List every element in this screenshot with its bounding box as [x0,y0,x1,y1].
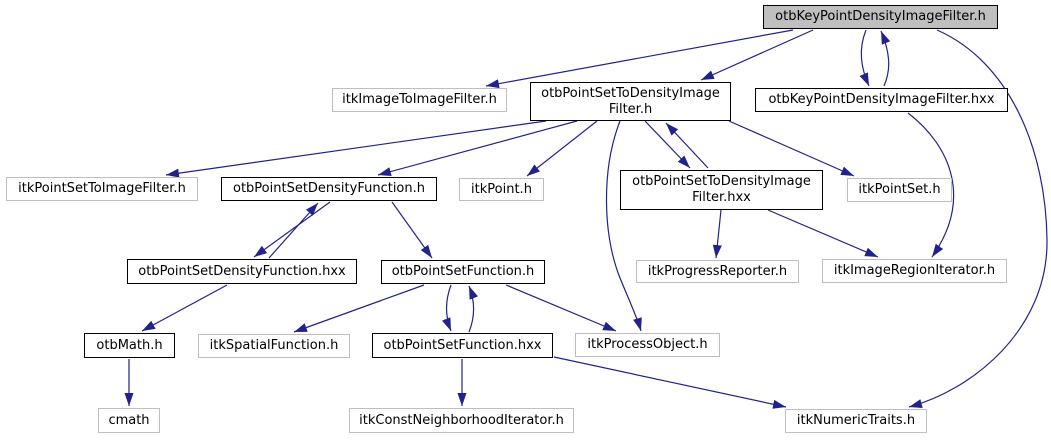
node-itknumeric: itkNumericTraits.h [785,409,927,433]
node-itkpointset: itkPointSet.h [847,178,952,202]
edge-pstdif_hxx-to-pstdif_h [665,122,709,169]
node-label: otbPointSetToDensityImage [541,85,720,101]
edge-pstdif_h-to-itkprocess [605,120,642,332]
edge-pstdif_h-to-itkpointsettoimage [165,120,547,178]
node-psdf_hxx[interactable]: otbPointSetDensityFunction.hxx [127,259,357,284]
node-label: otbKeyPointDensityImageFilter.hxx [768,92,995,107]
node-label: itkProcessObject.h [587,337,708,352]
node-label: otbPointSetFunction.h [391,264,535,279]
edge-pstdif_hxx-to-itkprogress [712,209,722,259]
edge-psf_h-to-itkspatial [293,284,425,333]
edge-keypoint_hxx-to-keypoint_h [880,30,891,87]
edge-psf_hxx-to-psf_h [468,285,479,333]
edge-pstdif_h-to-itkpoint [526,120,598,177]
node-itkconstneigh: itkConstNeighborhoodIterator.h [349,408,574,433]
edge-keypoint_hxx-to-itkimageregion [907,112,955,258]
node-label: itkImageRegionIterator.h [833,263,996,278]
edge-psf_hxx-to-itknumeric [553,356,787,409]
node-itkimagetoimage: itkImageToImageFilter.h [332,88,507,112]
edge-keypoint_h-to-itkimagetoimage [485,29,794,89]
edge-pstdif_h-to-psdf_h [377,120,578,176]
node-itkimageregion: itkImageRegionIterator.h [822,259,1007,283]
node-label: cmath [108,412,150,428]
node-label: itkConstNeighborhoodIterator.h [359,412,564,428]
edge-psdf_hxx-to-psdf_h [268,202,319,259]
node-otbmath[interactable]: otbMath.h [84,333,175,358]
node-label: otbPointSetDensityFunction.h [232,181,426,196]
edge-pstdif_h-to-pstdif_hxx [644,120,691,169]
node-label: otbMath.h [96,337,163,353]
node-label: otbPointSetDensityFunction.hxx [138,263,346,279]
node-label: otbPointSetToDensityImage [632,174,811,189]
node-label: itkProgressReporter.h [647,263,788,279]
node-label: itkImageToImageFilter.h [342,92,497,107]
node-label: itkPointSet.h [858,182,941,197]
node-cmath: cmath [98,408,160,433]
node-label: Filter.h [608,101,653,117]
edge-keypoint_h-to-itknumeric [908,29,1048,408]
node-itkpointsettoimage: itkPointSetToImageFilter.h [6,177,198,201]
node-itkprocess: itkProcessObject.h [575,333,720,357]
node-label: otbPointSetFunction.hxx [383,337,542,353]
node-keypoint_h: otbKeyPointDensityImageFilter.h [763,5,998,29]
node-itkprogress: itkProgressReporter.h [636,260,799,283]
edge-pstdif_hxx-to-itkimageregion [767,209,879,258]
edge-psdf_h-to-psf_h [391,201,433,259]
edge-pstdif_h-to-itkpointset [728,120,855,177]
edge-psdf_hxx-to-otbmath [141,284,228,332]
node-psdf_h[interactable]: otbPointSetDensityFunction.h [221,177,437,201]
node-label: Filter.hxx [692,190,751,205]
node-psf_hxx[interactable]: otbPointSetFunction.hxx [372,333,553,358]
edge-psf_h-to-psf_hxx [441,284,452,332]
node-itkspatial: itkSpatialFunction.h [198,334,350,358]
node-psf_h[interactable]: otbPointSetFunction.h [381,260,545,284]
node-label: itkSpatialFunction.h [209,338,339,353]
node-itkpoint: itkPoint.h [459,178,544,201]
node-label: itkPoint.h [471,181,532,197]
node-label: itkPointSetToImageFilter.h [18,181,186,196]
edge-keypoint_h-to-keypoint_hxx [859,29,870,87]
node-label: otbKeyPointDensityImageFilter.h [775,9,986,24]
edge-keypoint_h-to-pstdif_h [700,29,814,81]
edge-psdf_h-to-psdf_hxx [253,201,331,258]
node-keypoint_hxx[interactable]: otbKeyPointDensityImageFilter.hxx [755,88,1008,112]
node-label: itkNumericTraits.h [796,413,916,428]
edge-psf_h-to-itkprocess [505,284,617,332]
